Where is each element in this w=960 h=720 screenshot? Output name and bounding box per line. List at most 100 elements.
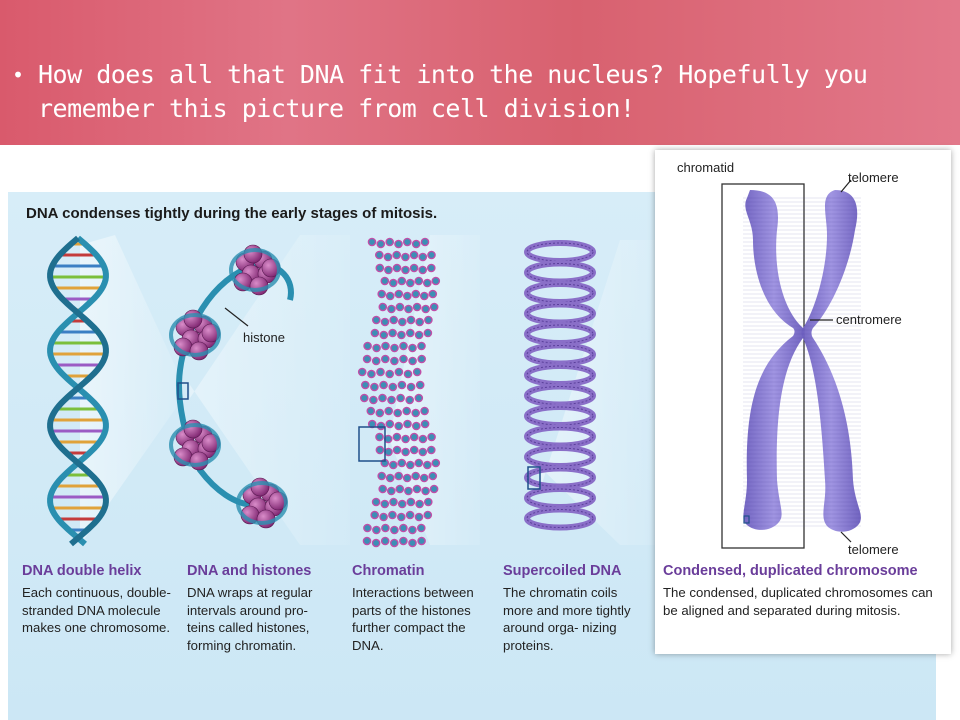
caption-body-chromatin: Interactions between parts of the histon… [352,585,474,653]
nucleosome [387,395,396,405]
histone [169,419,221,471]
nucleosome [380,276,390,286]
nucleosome [420,237,430,247]
nucleosome [385,369,395,379]
nucleosome [409,250,419,260]
nucleosome [397,458,407,468]
nucleosome [381,341,390,351]
nucleosome [415,380,425,390]
nucleosome [402,291,412,301]
telomere-top-pointer [840,179,852,193]
nucleosome [397,380,407,390]
nucleosome [417,354,427,364]
nucleosome [399,523,408,533]
nucleosome [431,276,441,286]
nucleosome [405,460,415,470]
nucleosome [402,473,412,483]
nucleosome [380,536,390,546]
nucleosome [386,486,396,496]
nucleosome [385,419,395,429]
nucleosome [375,263,385,273]
nucleosome [372,343,381,353]
nucleosome [397,276,407,286]
nucleosome [412,302,422,312]
nucleosome [395,302,405,312]
nucleosome [381,523,390,533]
nucleosome [392,263,402,273]
chromatid-right [801,190,861,532]
nucleosome [363,523,372,533]
nucleosome [408,356,417,366]
nucleosome [393,408,403,418]
nucleosome [371,356,381,366]
nucleosome [428,289,438,299]
nucleosome [397,330,406,340]
nucleosome [418,447,428,457]
nucleosome [378,302,388,312]
nucleosome [414,330,424,340]
histone [236,477,288,529]
nucleosome [429,302,439,312]
nucleosome [402,237,412,247]
nucleosome [392,445,402,455]
nucleosome [411,421,421,431]
nucleosome [390,343,399,353]
nucleosome [379,512,388,522]
nucleosome [418,265,428,275]
nucleosome [389,497,398,507]
nucleosome [405,395,415,405]
nucleosome [406,315,416,325]
nucleosome [428,471,438,481]
nucleosome [385,473,395,483]
nucleosome [409,445,419,455]
nucleosome [420,419,430,429]
nucleosome [426,263,436,273]
dna-strand [47,235,109,547]
nucleosome [424,315,433,325]
nucleosome [401,265,410,275]
nucleosome [411,239,421,249]
zoom-box [527,466,541,490]
dna-strand [47,235,109,547]
chromosome-card: chromatid telomere centromere telomere [655,150,951,654]
nucleosome [375,408,385,418]
nucleosome [367,237,377,247]
nucleosome [395,484,405,494]
nucleosome [414,393,424,403]
slide-header [0,0,960,145]
nucleosome [405,328,415,338]
caption-body-histones: DNA wraps at regular intervals around pr… [187,585,313,653]
nucleosome [412,484,422,494]
nucleosome [392,432,402,442]
nucleosome [423,510,433,520]
nucleosome [426,445,436,455]
nucleosome [378,484,388,494]
nucleosome [385,291,395,301]
nucleosome [396,393,405,403]
nucleosome [375,432,384,442]
nucleosome [418,434,428,444]
telomere-bottom-pointer [840,531,852,543]
nucleosome [372,525,381,535]
nucleosome [379,330,389,340]
nucleosome [415,317,425,327]
bullet-dot: • [12,63,24,87]
nucleosome [375,445,385,455]
nucleosome [401,434,410,444]
nucleosome [394,367,404,377]
nucleosome [360,380,370,390]
chromatid-label: chromatid [677,160,734,175]
nucleosome [411,289,421,299]
nucleosome [370,510,380,520]
nucleosome [423,328,433,338]
chromatid-left [743,190,805,530]
nucleosome [399,536,408,546]
nucleosome [378,393,387,403]
caption-body-supercoiled: The chromatin coils more and more tightl… [503,585,631,653]
nucleosome [380,499,390,509]
nucleosome [390,356,399,366]
nucleosome [414,458,424,468]
nucleosome [370,382,379,392]
nucleosome [396,512,406,522]
nucleosome [408,538,417,548]
